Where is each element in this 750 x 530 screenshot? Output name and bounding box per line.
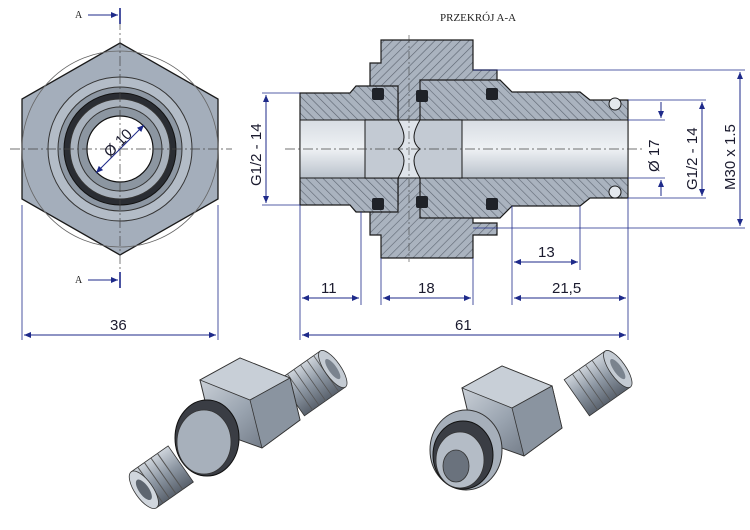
left-thread-label: G1/2 - 14 [248, 123, 265, 186]
o-ring-tm [416, 90, 428, 102]
dim-21-5-label: 21,5 [552, 280, 581, 297]
section-mark-top: A [75, 10, 83, 21]
dim-18-label: 18 [418, 280, 435, 297]
end-ring-bottom [608, 185, 622, 199]
front-view: Ø 10 A A 36 [10, 8, 232, 340]
width-36-label: 36 [110, 317, 127, 334]
iso-render-right [429, 350, 633, 491]
o-ring-bm [416, 196, 428, 208]
dim-13-label: 13 [538, 244, 555, 261]
o-ring-bl [372, 198, 384, 210]
section-mark-bottom: A [75, 275, 83, 286]
iso-render-left [128, 350, 348, 509]
right-thread-label: G1/2 - 14 [684, 127, 701, 190]
end-ring-top [608, 97, 622, 111]
o-ring-br [486, 198, 498, 210]
outer-thread-label: M30 x 1.5 [722, 124, 739, 190]
dim-11-label: 11 [321, 280, 337, 297]
o-ring-tr [486, 88, 498, 100]
bore-17-label: Ø 17 [646, 139, 663, 172]
section-view: PRZEKRÓJ A-A G1/2 - 14 Ø [248, 12, 745, 340]
o-ring-tl [372, 88, 384, 100]
dim-61-label: 61 [455, 317, 472, 334]
section-title: PRZEKRÓJ A-A [440, 12, 516, 24]
